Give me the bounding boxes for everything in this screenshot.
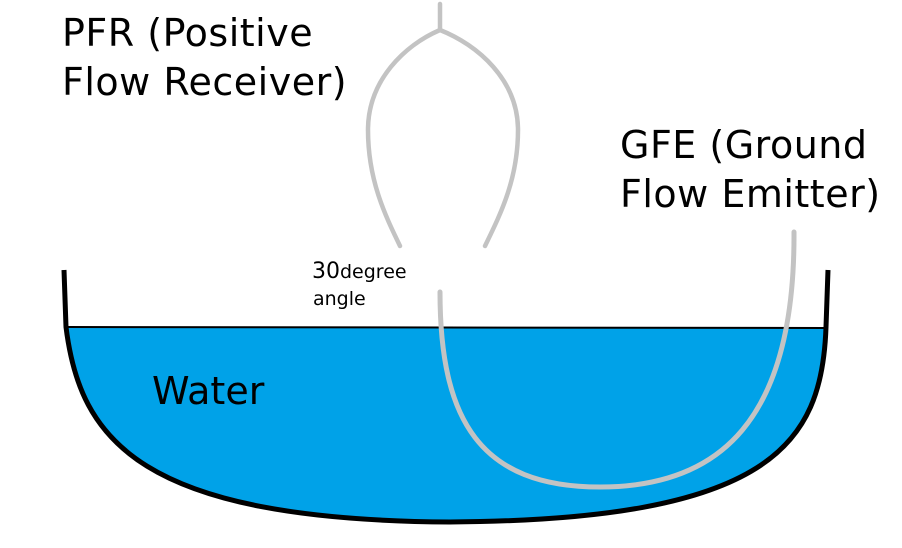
angle-label-line1: 30degree (312, 261, 407, 283)
pfr-label-line1: PFR (Positive (62, 11, 314, 55)
pfr-label-line2: Flow Receiver) (62, 60, 348, 104)
gfe-label-line1: GFE (Ground (620, 123, 868, 167)
pfr-left-arm (365, 27, 443, 249)
bowl-outline (61, 269, 831, 525)
water-label: Water (152, 369, 265, 413)
water-fill (67, 327, 824, 522)
water-surface (66, 326, 825, 329)
angle-unit: degree (340, 261, 407, 283)
pfr-right-arm (437, 27, 521, 249)
angle-label-line2: angle (313, 288, 366, 310)
angle-number: 30 (312, 259, 340, 284)
gfe-wire (437, 229, 797, 490)
gfe-label-line2: Flow Emitter) (620, 172, 881, 216)
